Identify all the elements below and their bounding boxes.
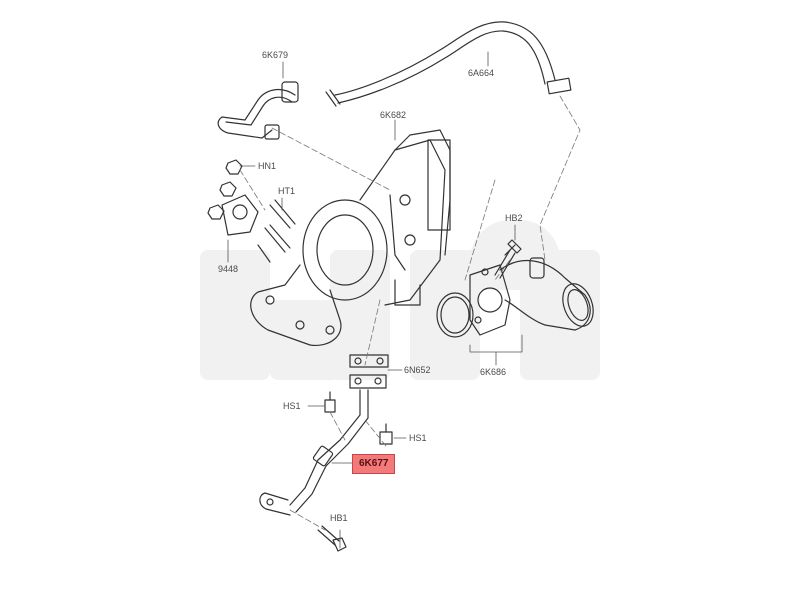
part-HS1-bolt[interactable] — [324, 391, 336, 413]
leader-lines — [227, 51, 523, 549]
label-HT1: HT1 — [278, 186, 296, 196]
part-6A664-hose[interactable] — [325, 21, 572, 107]
part-9448-gasket[interactable] — [221, 194, 259, 236]
label-HB1: HB1 — [330, 513, 348, 523]
label-HS1: HS1 — [283, 401, 301, 411]
label-6N652: 6N652 — [404, 365, 431, 375]
watermark-shape — [520, 250, 600, 380]
part-6N652-gasket[interactable] — [349, 354, 389, 389]
part-6K686-elbow[interactable] — [436, 257, 599, 338]
label-HN1: HN1 — [258, 161, 277, 171]
label-6A664: 6A664 — [468, 68, 495, 78]
alignment-lines — [239, 95, 581, 531]
label-6K677-highlighted[interactable]: 6K677 — [352, 454, 396, 474]
watermark-shape — [200, 250, 270, 380]
watermark-shape — [270, 300, 340, 380]
label-6K686: 6K686 — [480, 367, 507, 377]
part-HT1-studs[interactable] — [257, 199, 296, 263]
part-6K682-turbocharger[interactable] — [250, 129, 451, 347]
label-6K679: 6K679 — [262, 50, 289, 60]
label-6K682: 6K682 — [380, 110, 407, 120]
label-9448: 9448 — [218, 264, 239, 274]
part-HS1-bolt[interactable] — [379, 423, 393, 445]
part-6K677-tube[interactable] — [259, 389, 369, 516]
label-HB2: HB2 — [505, 213, 523, 223]
part-6K679-line[interactable] — [217, 81, 299, 140]
part-HB2-bolt[interactable] — [494, 239, 522, 279]
part-HN1-nut[interactable] — [207, 159, 243, 220]
part-HB1-bolt[interactable] — [317, 525, 347, 552]
watermark-shape — [410, 250, 480, 380]
label-HS1: HS1 — [409, 433, 427, 443]
